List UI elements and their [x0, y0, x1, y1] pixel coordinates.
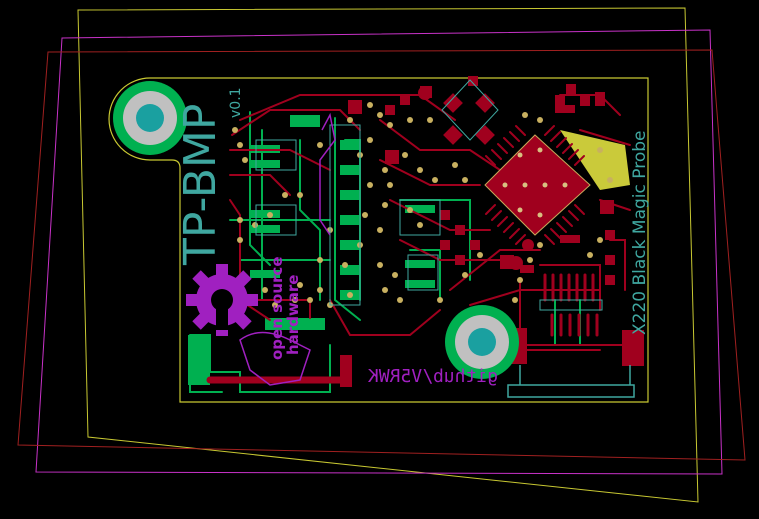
- fab-layer: [239, 112, 336, 386]
- mcu-pins: [485, 125, 585, 245]
- outline-red: [17, 49, 746, 461]
- outline-yellow: [77, 7, 699, 503]
- outline-magenta: [35, 29, 723, 475]
- usb-connector-outline: [507, 365, 635, 398]
- open-source-hardware-gear-icon: [186, 264, 258, 336]
- mounting-hole-bottom: [445, 305, 519, 379]
- mcu-center-pad: [485, 135, 590, 235]
- front-copper-traces: [206, 94, 631, 384]
- highlighted-net: [560, 130, 630, 190]
- board-version: v0.1: [228, 87, 244, 118]
- board-title: TP-BMP: [175, 104, 226, 266]
- sheet-outlines: [17, 7, 746, 503]
- product-name: X220 Black Magic Probe: [630, 131, 650, 335]
- board-edge: [108, 77, 649, 403]
- connector-pins: [543, 273, 599, 337]
- back-copper-pads: [188, 115, 435, 385]
- large-test-points: [418, 86, 534, 270]
- usb-pad-right: [622, 330, 644, 366]
- silkscreen-outlines: [255, 79, 603, 311]
- github-url-mirrored: github/V5RWK: [368, 366, 498, 387]
- mounting-hole-top-left: [113, 81, 187, 155]
- oshw-text-line2: hardware: [284, 275, 302, 356]
- mcu-outline: [484, 134, 591, 236]
- oshw-text-line1: open source: [268, 257, 286, 361]
